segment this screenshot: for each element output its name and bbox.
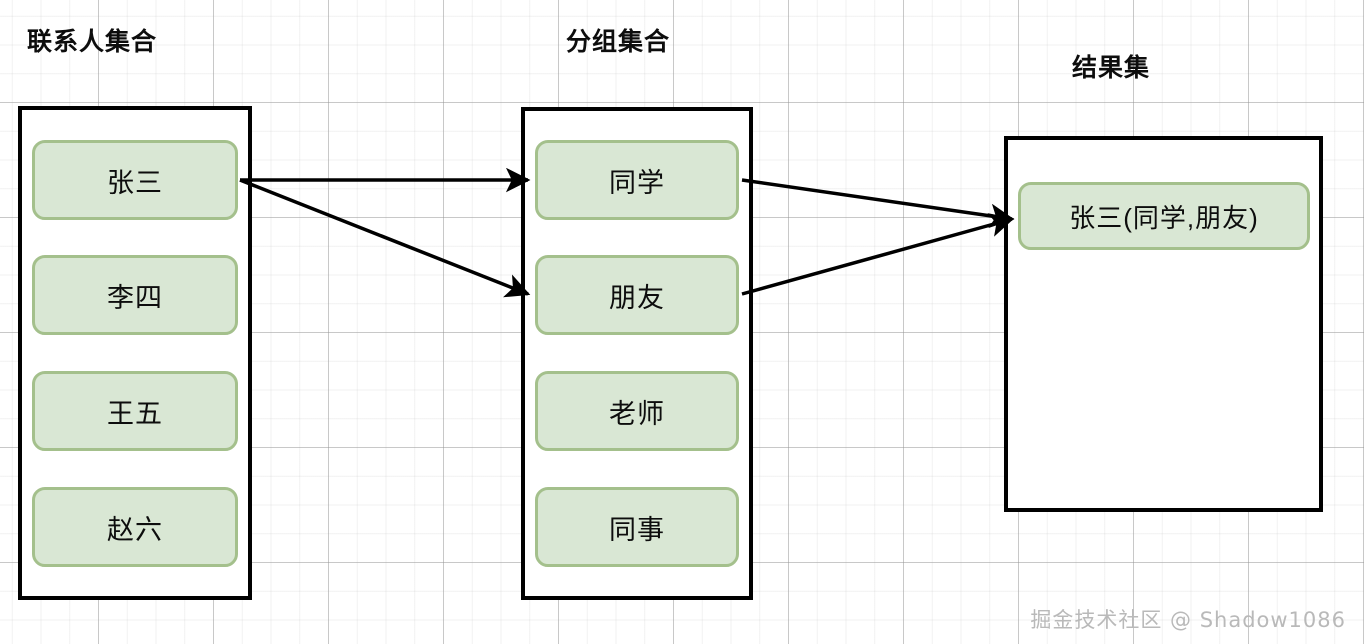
column-title-result: 结果集 xyxy=(1072,54,1151,82)
contact-item-1[interactable]: 李四 xyxy=(32,255,238,335)
group-item-2[interactable]: 老师 xyxy=(535,371,739,451)
result-item-0[interactable]: 张三(同学,朋友) xyxy=(1018,182,1310,250)
pengyou-to-result xyxy=(741,213,1015,296)
contact-item-0[interactable]: 张三 xyxy=(32,140,238,220)
tongxue-to-result xyxy=(741,178,1015,228)
group-item-1[interactable]: 朋友 xyxy=(535,255,739,335)
contact-item-3[interactable]: 赵六 xyxy=(32,487,238,567)
zhangsan-to-pengyou xyxy=(239,178,531,298)
contact-item-2[interactable]: 王五 xyxy=(32,371,238,451)
watermark: 掘金技术社区 @ Shadow1086 xyxy=(1030,608,1346,632)
column-title-groups: 分组集合 xyxy=(566,28,671,56)
column-title-contacts: 联系人集合 xyxy=(27,28,158,56)
group-item-0[interactable]: 同学 xyxy=(535,140,739,220)
group-item-3[interactable]: 同事 xyxy=(535,487,739,567)
